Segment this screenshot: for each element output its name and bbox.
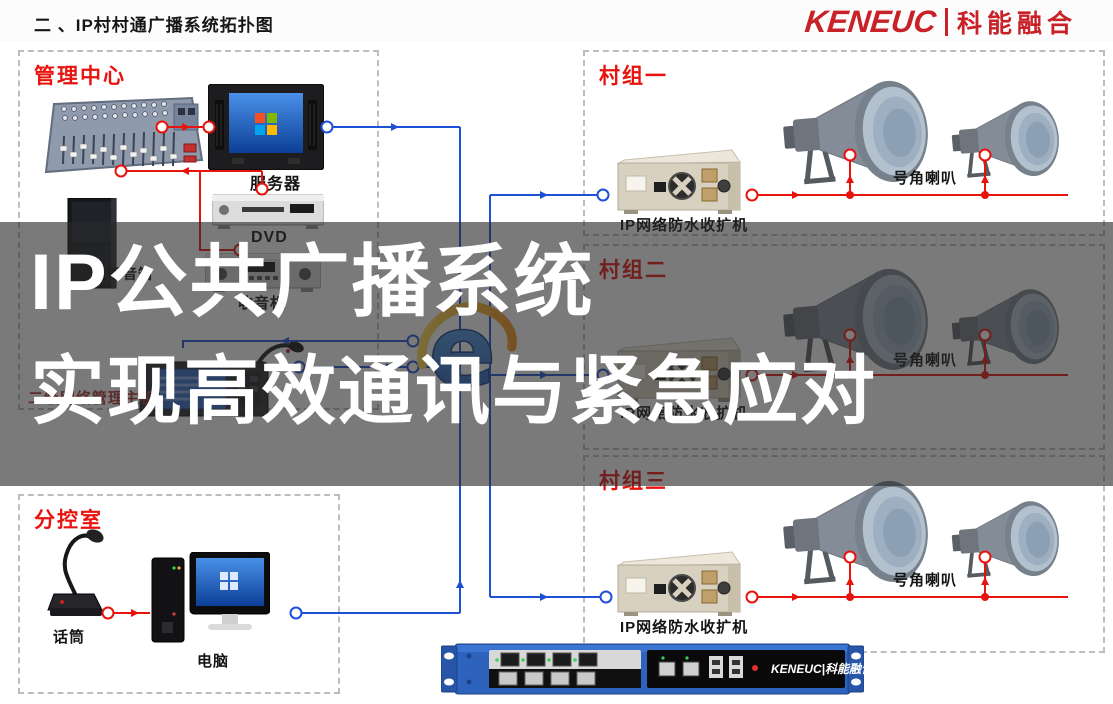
- desk-microphone-label: 话筒: [53, 629, 86, 646]
- windows-logo-icon: [220, 572, 238, 590]
- management-center-label: 管理中心: [34, 65, 126, 88]
- brand-logo-cn: 科能融合: [956, 10, 1077, 38]
- server-monitor-device: [208, 84, 324, 170]
- brand-logo: KENEUC 科能融合: [803, 4, 1077, 40]
- page-title: 二 、IP村村通广播系统拓扑图: [34, 16, 274, 35]
- horn-speaker-label: 号角喇叭: [893, 170, 958, 187]
- pc-computer-device: [151, 552, 270, 643]
- pc-computer-label: 电脑: [197, 653, 230, 670]
- village-group-1-label: 村组一: [599, 65, 668, 88]
- desk-microphone-device: [47, 529, 104, 616]
- audio-mixer-device: [44, 96, 204, 174]
- brand-divider: [944, 8, 948, 36]
- switch-brand-text: KENEUC|科能融合: [771, 662, 864, 676]
- overlay-band: IP公共广播系统 实现高效通讯与紧急应对: [0, 222, 1113, 486]
- overlay-headline-1: IP公共广播系统: [30, 237, 595, 326]
- overlay-headline-2: 实现高效通讯与紧急应对: [30, 349, 878, 433]
- subcontrol-room-box: 分控室: [18, 494, 340, 694]
- network-switch-device: KENEUC|科能融合: [441, 643, 864, 695]
- subcontrol-room-label: 分控室: [34, 509, 103, 532]
- header-bar: 二 、IP村村通广播系统拓扑图 KENEUC 科能融合: [0, 0, 1113, 42]
- windows-logo-icon: [255, 113, 277, 135]
- ip-amplifier-label: IP网络防水收扩机: [620, 619, 749, 636]
- brand-logo-en: KENEUC: [803, 4, 938, 39]
- horn-speaker-label: 号角喇叭: [893, 572, 958, 589]
